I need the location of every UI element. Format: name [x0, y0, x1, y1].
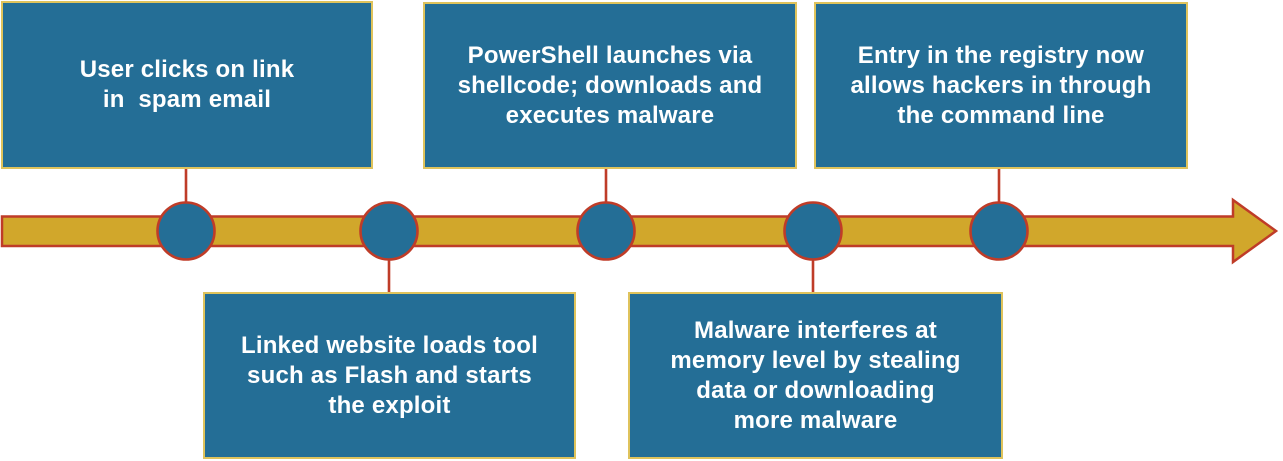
step-box-4-text: Malware interferes at memory level by st… — [670, 316, 961, 434]
step-box-2: Linked website loads tool such as Flash … — [203, 292, 576, 459]
step-box-5-text: Entry in the registry now allows hackers… — [850, 41, 1152, 129]
timeline-node-5 — [969, 201, 1029, 261]
step-box-4: Malware interferes at memory level by st… — [628, 292, 1003, 459]
timeline-node-3 — [576, 201, 636, 261]
step-box-5: Entry in the registry now allows hackers… — [814, 2, 1188, 169]
timeline-node-4 — [783, 201, 843, 261]
timeline-node-2 — [359, 201, 419, 261]
timeline-node-1 — [156, 201, 216, 261]
step-box-3-text: PowerShell launches via shellcode; downl… — [457, 41, 763, 129]
step-box-1: User clicks on link in spam email — [1, 1, 373, 169]
step-box-2-text: Linked website loads tool such as Flash … — [240, 331, 539, 419]
step-box-3: PowerShell launches via shellcode; downl… — [423, 2, 797, 169]
step-box-1-text: User clicks on link in spam email — [79, 56, 295, 113]
